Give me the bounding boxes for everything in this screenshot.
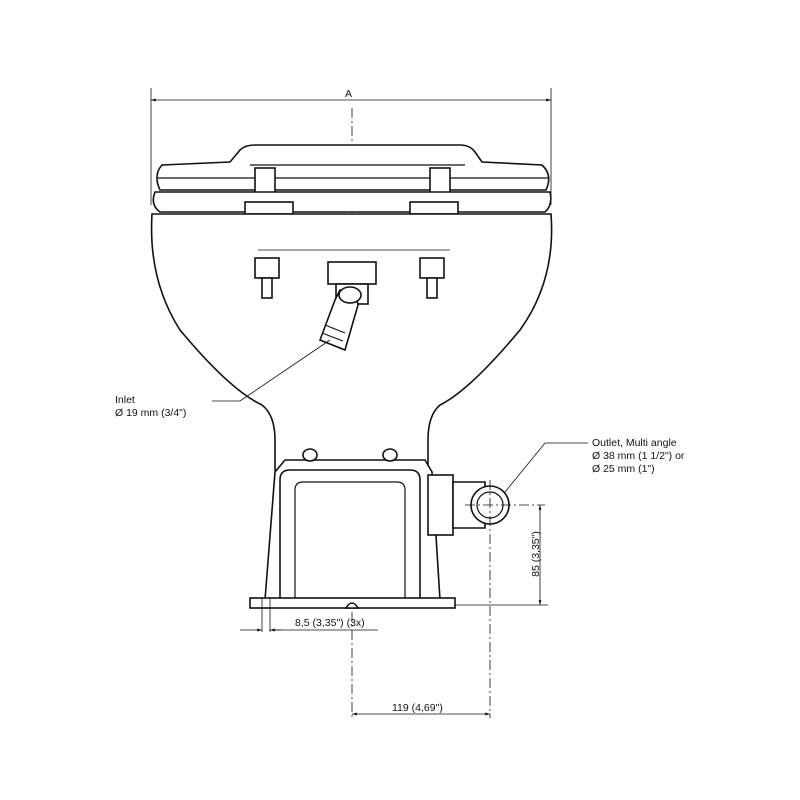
outlet-offset-label: 119 (4,69") — [392, 702, 443, 714]
outlet-height-label: 85 (3,35") — [530, 531, 542, 577]
pump-base — [249, 448, 456, 632]
dimension-a-label: A — [345, 88, 353, 100]
dimension-a — [150, 88, 552, 205]
seat-lid — [152, 144, 552, 215]
inlet-title: Inlet — [115, 394, 135, 406]
outlet-title: Outlet, Multi angle — [592, 437, 677, 449]
inlet-size: Ø 19 mm (3/4") — [115, 407, 187, 419]
inlet-leader — [212, 339, 331, 402]
outlet-size-2: Ø 25 mm (1") — [592, 463, 655, 475]
outlet-fitting — [427, 474, 545, 718]
outlet-leader — [504, 442, 588, 493]
foot-offset-label: 8,5 (3,35") (3x) — [295, 617, 365, 629]
bowl — [150, 213, 553, 471]
outlet-size-1: Ø 38 mm (1 1/2") or — [592, 450, 685, 462]
dimension-outlet-height — [455, 505, 548, 606]
